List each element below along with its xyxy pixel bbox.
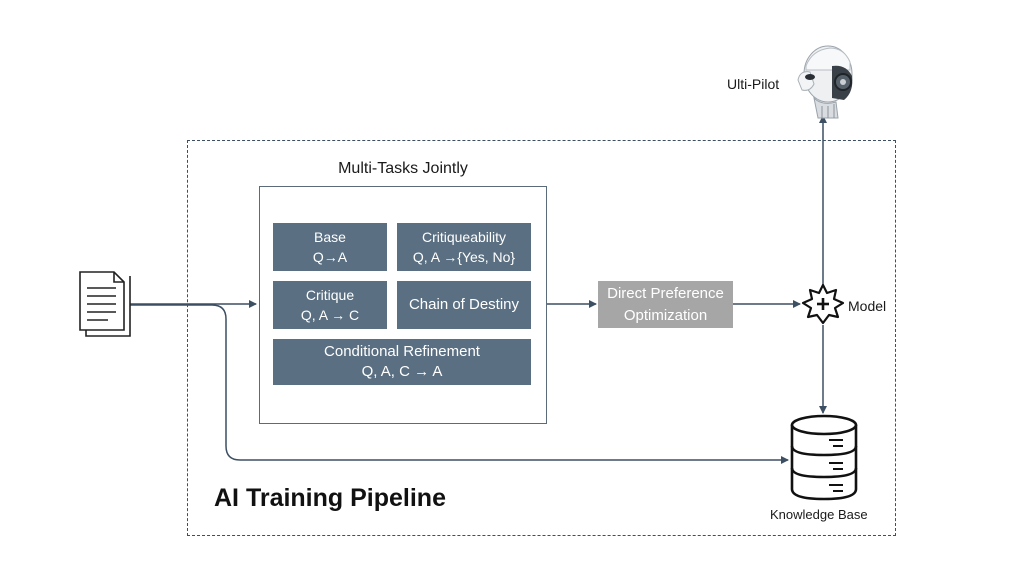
pipeline-frame <box>187 140 896 536</box>
knowledge-base-label: Knowledge Base <box>770 507 868 522</box>
task-conditional-title: Conditional Refinement <box>324 343 480 360</box>
pipeline-title: AI Training Pipeline <box>214 484 446 512</box>
pilot-label: Ulti-Pilot <box>727 76 780 92</box>
task-critiqueability: Critiqueability Q, A →{Yes, No} <box>397 223 531 271</box>
model-label: Model <box>848 298 887 314</box>
task-chain-title: Chain of Destiny <box>408 296 520 313</box>
task-critique: Critique Q, A → C <box>273 281 387 329</box>
task-chain-of-destiny: Chain of Destiny <box>397 281 531 329</box>
arrow-document-to-knowledge-base <box>130 304 789 464</box>
group-title: Multi-Tasks Jointly <box>338 160 468 177</box>
database-icon <box>789 413 859 501</box>
task-conditional-formula: Q, A, C → A <box>361 363 443 380</box>
task-base-title: Base <box>314 229 346 245</box>
document-icon <box>78 270 132 338</box>
task-base: Base Q→A <box>273 223 387 271</box>
task-conditional-refinement: Conditional Refinement Q, A, C → A <box>273 339 531 385</box>
dpo-line1: Direct Preference <box>607 284 724 302</box>
dpo-box: Direct Preference Optimization <box>598 281 733 328</box>
dpo-line2: Optimization <box>623 306 708 324</box>
task-base-formula: Q→A <box>312 249 348 265</box>
task-critiqueability-formula: Q, A →{Yes, No} <box>412 249 516 265</box>
task-critiqueability-title: Critiqueability <box>421 229 507 245</box>
robot-head-icon <box>792 40 858 120</box>
task-critique-formula: Q, A → C <box>300 307 360 323</box>
task-critique-title: Critique <box>305 287 355 303</box>
model-star-icon <box>801 283 845 327</box>
